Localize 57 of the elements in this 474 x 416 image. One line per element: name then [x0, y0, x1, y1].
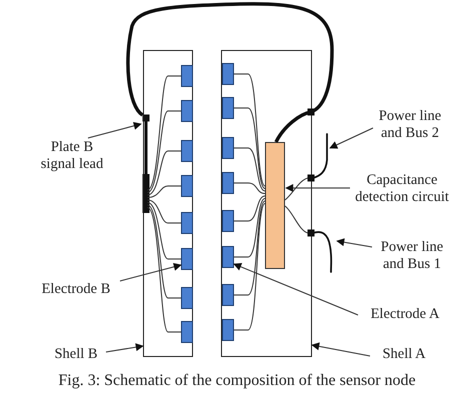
- wire-line: [147, 207, 182, 332]
- label-text: Shell B: [48, 346, 104, 363]
- electrode-pad: [180, 100, 192, 122]
- leader-arrow: [311, 342, 370, 356]
- wire-line: [234, 182, 266, 194]
- electrode-pad: [180, 212, 192, 234]
- electrode-pad: [222, 96, 234, 118]
- wire-line: [147, 76, 182, 190]
- label-text: Electrode A: [355, 306, 455, 323]
- wire-line: [284, 206, 308, 234]
- wire-line: [234, 200, 266, 296]
- wire-line: [147, 186, 182, 198]
- wire-line: [234, 148, 266, 192]
- cable: [312, 231, 332, 273]
- electrode-pad: [222, 172, 234, 194]
- leader-arrow: [336, 238, 372, 248]
- label-text: Shell A: [374, 346, 434, 363]
- electrode-pad: [222, 246, 234, 268]
- electrode-pad: [180, 174, 192, 196]
- leader-arrow: [329, 128, 374, 149]
- electrode-pad: [180, 64, 192, 86]
- wire-line: [234, 196, 266, 222]
- electrode-pad: [222, 284, 234, 306]
- label-text: Electrode B: [30, 281, 122, 298]
- electrode-pad: [222, 318, 234, 340]
- wire-line: [147, 110, 182, 193]
- circuit-board: [264, 142, 284, 268]
- figure-caption: Fig. 3: Schematic of the composition of the sensor node: [57, 372, 417, 390]
- label-text: Power line and Bus 1: [370, 239, 454, 273]
- wire-line: [234, 74, 266, 186]
- cable: [312, 133, 328, 179]
- electrode-pad: [222, 62, 234, 84]
- wire-line: [147, 204, 182, 298]
- electrode-pad: [180, 286, 192, 308]
- label-text: Power line and Bus 2: [368, 108, 452, 142]
- electrode-pad: [180, 140, 192, 162]
- electrode-pad: [222, 136, 234, 158]
- wire-line: [147, 202, 182, 260]
- wire-line: [126, 2, 334, 143]
- leader-arrow: [233, 263, 358, 316]
- label-text: Plate B signal lead: [34, 139, 110, 173]
- leader-arrow: [88, 122, 142, 138]
- wire-line: [284, 178, 308, 200]
- wire-line: [147, 200, 182, 224]
- leader-arrow: [106, 343, 144, 352]
- wire-line: [234, 198, 266, 258]
- electrode-pad: [180, 248, 192, 270]
- shell-housing: [221, 50, 312, 357]
- shell-housing: [143, 50, 193, 357]
- wire-line: [234, 203, 266, 330]
- label-text: Capacitance detection circuit: [342, 172, 462, 206]
- leader-arrow: [120, 262, 182, 282]
- wire-line: [147, 150, 182, 196]
- wire-line: [234, 108, 266, 189]
- electrode-pad: [222, 210, 234, 232]
- leader-arrow: [285, 184, 350, 192]
- electrode-pad: [180, 320, 192, 342]
